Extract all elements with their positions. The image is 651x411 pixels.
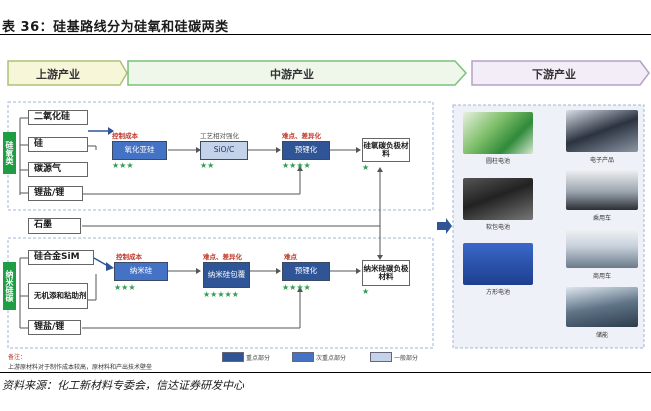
- stars-nano-silicon: ★★★: [114, 283, 136, 292]
- note-difficulty-3: 难点: [284, 253, 297, 261]
- note-difficulty-2: 难点、差异化: [203, 253, 242, 261]
- product-silicon-oxygen-anode: 硅氧碳负极材料: [362, 138, 410, 162]
- legend-label-key: 重点部分: [246, 355, 271, 362]
- electronics-label: 电子产品: [589, 157, 614, 164]
- stars-product-2: ★: [362, 287, 370, 296]
- phase-arrow-midstream: [127, 60, 468, 86]
- node-nano-silicon: 纳米硅: [114, 262, 168, 281]
- energy-storage-label: 储能: [595, 332, 608, 339]
- commercial-vehicle-label: 商用车: [592, 273, 611, 280]
- input-lithium-salt: 锂盐/锂: [28, 186, 83, 201]
- phase-upstream-label: 上游产业: [36, 68, 80, 81]
- input-carbon-gas: 碳源气: [28, 162, 88, 177]
- phase-downstream-label: 下游产业: [532, 68, 576, 81]
- pouch-battery-image: [463, 178, 533, 220]
- tab-silicon-carbon: 纳米硅碳: [3, 262, 16, 310]
- stars-prelithiation-1: ★★★★: [282, 161, 311, 170]
- product-silicon-carbon-anode: 纳米硅碳负极材料: [362, 260, 410, 286]
- top-rule: [0, 34, 651, 35]
- arrow-to-downstream: [437, 218, 452, 234]
- input-silicon-alloy: 硅合金SiM: [28, 250, 94, 265]
- note-control-cost-2: 控制成本: [116, 253, 142, 261]
- passenger-car-label: 乘用车: [592, 215, 611, 222]
- cylindrical-battery-label: 圆柱电池: [485, 158, 510, 165]
- node-sioc: SiO/C: [200, 141, 248, 160]
- stars-prelithiation-2: ★★★★: [282, 283, 311, 292]
- node-prelithiation-1: 预锂化: [282, 141, 330, 160]
- pouch-battery-label: 软包电池: [485, 224, 510, 231]
- input-silica: 二氧化硅: [28, 110, 88, 125]
- stars-coating: ★★★★★: [203, 290, 239, 299]
- input-graphite: 石墨: [28, 218, 81, 234]
- prismatic-battery-image: [463, 243, 533, 285]
- input-additives: 无机添和粘助剂: [28, 283, 88, 309]
- prismatic-battery-label: 方形电池: [485, 289, 510, 296]
- node-nano-silicon-coating: 纳米硅包覆: [203, 262, 250, 288]
- footnote-text: 上游原材料对于制作成本较高，原材料和产出技术壁垒: [8, 364, 153, 371]
- legend-swatch-key: [222, 352, 244, 362]
- legend-label-secondary: 次重点部分: [316, 355, 347, 362]
- input-silicon: 硅: [28, 137, 88, 152]
- stars-silicon-monoxide: ★★★: [112, 161, 134, 170]
- passenger-car-image: [566, 170, 638, 210]
- stars-product-1: ★: [362, 163, 370, 172]
- stars-sioc: ★★: [200, 161, 215, 170]
- commercial-vehicle-image: [566, 228, 638, 268]
- legend-swatch-secondary: [292, 352, 314, 362]
- input-lithium-salt-2: 锂盐/锂: [28, 320, 81, 335]
- phase-arrow-downstream: [471, 60, 650, 86]
- footnote-label: 备注：: [8, 354, 27, 361]
- bottom-rule: [0, 372, 651, 373]
- cylindrical-battery-image: [463, 112, 533, 154]
- phase-arrow-upstream: [7, 60, 128, 86]
- note-process: 工艺相对强化: [200, 132, 239, 140]
- note-control-cost-1: 控制成本: [112, 132, 138, 140]
- legend-swatch-general: [370, 352, 392, 362]
- tab-silicon-oxygen: 硅氧类: [3, 132, 16, 174]
- phase-midstream-label: 中游产业: [270, 68, 314, 81]
- figure-title: 表 36：硅基路线分为硅氧和硅碳两类: [2, 20, 229, 35]
- legend-label-general: 一般部分: [394, 355, 419, 362]
- energy-storage-image: [566, 287, 638, 327]
- node-silicon-monoxide: 氧化亚硅: [112, 141, 167, 160]
- note-difficulty-1: 难点、差异化: [282, 132, 321, 140]
- node-prelithiation-2: 预锂化: [282, 262, 330, 281]
- source-note: 资料来源：化工新材料专委会，信达证券研发中心: [2, 379, 244, 392]
- electronics-image: [566, 110, 638, 152]
